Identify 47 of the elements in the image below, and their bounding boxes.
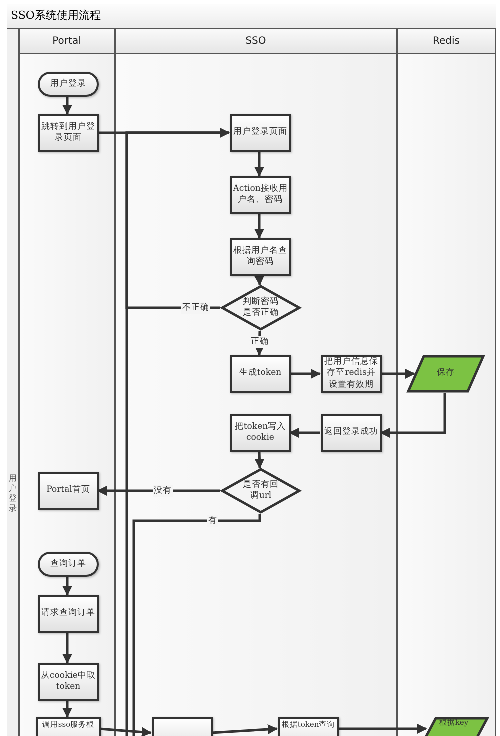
arrow <box>290 369 321 379</box>
terminal-box: 查询订单 <box>38 552 99 577</box>
arrow <box>126 128 230 736</box>
decision-diamond: 是否有回调url <box>221 468 301 514</box>
arrow <box>100 727 152 736</box>
process-box: 从cookie中取token <box>38 663 99 701</box>
edge-label: 不正确 <box>182 302 210 314</box>
arrow <box>254 330 265 356</box>
phase-label: 用户登录 <box>8 474 18 515</box>
swimlane <box>397 29 496 736</box>
process-box: Action接收用户名、密码 <box>230 176 291 214</box>
lane-header: Redis <box>398 29 495 54</box>
arrow <box>62 701 72 718</box>
edge-label: 有 <box>208 515 218 527</box>
process-box: 跳转到用户登录页面 <box>38 114 99 152</box>
process-box: 请求查询订单 <box>38 595 99 633</box>
lane-header: Portal <box>20 29 114 54</box>
arrow <box>212 724 278 735</box>
process-box: 用户登录页面 <box>230 114 291 152</box>
arrow <box>62 577 72 596</box>
title: SSO系统使用流程 <box>7 4 496 29</box>
arrow <box>254 452 265 469</box>
arrow <box>254 152 264 177</box>
arrow <box>254 214 264 239</box>
terminal-box: 用户登录 <box>38 72 99 97</box>
lane-header: SSO <box>116 29 396 54</box>
arrow <box>62 97 72 115</box>
process-box: Portal首页 <box>38 472 99 510</box>
data-parallelogram: 保存 <box>407 355 485 393</box>
process-box: 生成token <box>230 355 291 393</box>
process-box: 返回登录成功 <box>321 414 382 452</box>
edge-label: 没有 <box>153 485 173 497</box>
arrow <box>254 276 264 286</box>
process-box: 根据用户名查询密码 <box>230 238 291 276</box>
decision-diamond: 判断密码是否正确 <box>221 285 301 331</box>
arrow <box>380 393 446 438</box>
arrow <box>97 486 220 496</box>
arrow <box>338 724 428 734</box>
arrow <box>289 428 320 438</box>
swimlane <box>19 29 115 736</box>
process-box: 把token写入cookie <box>230 414 291 452</box>
process-box: 把用户信息保存至redis并设置有效期 <box>321 355 382 393</box>
arrow <box>381 369 416 379</box>
connector-line <box>132 514 262 736</box>
edge-label: 正确 <box>250 336 270 348</box>
arrow <box>62 633 72 664</box>
swimlane <box>115 29 397 736</box>
